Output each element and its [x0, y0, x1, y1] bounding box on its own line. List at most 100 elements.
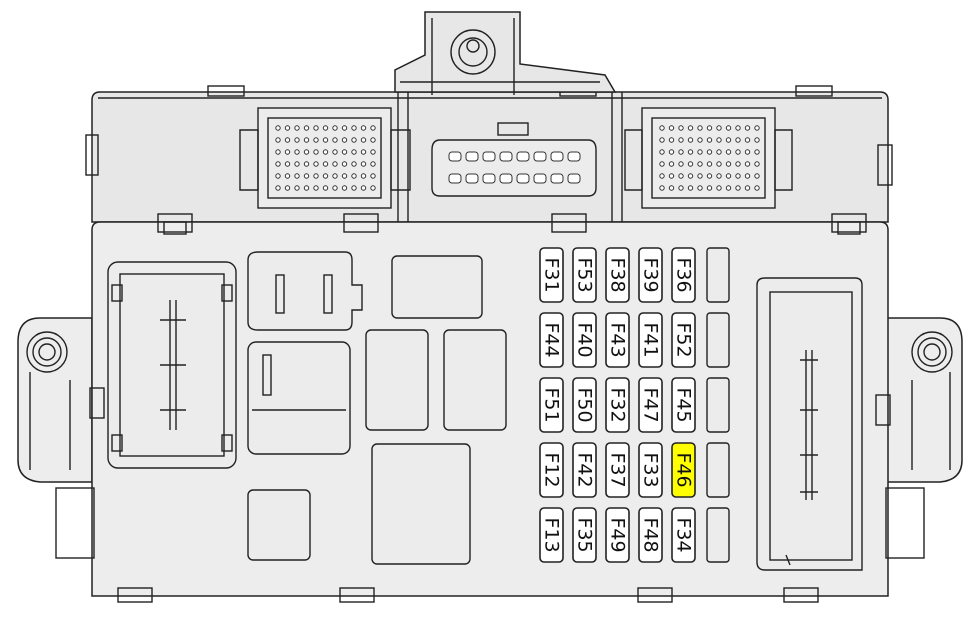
connector-pin	[341, 161, 348, 167]
fuse-body	[572, 312, 597, 368]
fuse-f31[interactable]: F31	[539, 247, 564, 303]
connector-pin	[659, 161, 665, 167]
fuse-f33[interactable]: F33	[638, 442, 663, 498]
fuse-label: F38	[607, 257, 629, 292]
fuse-label: F46	[673, 452, 695, 487]
connector-pin	[754, 161, 760, 167]
fuse-body	[605, 377, 630, 433]
fuse-f36[interactable]: F36	[671, 247, 696, 303]
fuse-f47[interactable]: F47	[638, 377, 663, 433]
obd-pin	[465, 173, 479, 184]
connector-pin	[659, 137, 665, 143]
fuse-label: F51	[541, 387, 563, 422]
fuse-label: F35	[574, 517, 596, 552]
connector-pin	[716, 137, 722, 143]
fuse-f45[interactable]: F45	[671, 377, 696, 433]
fuse-body	[638, 247, 663, 303]
connector-pin	[668, 185, 675, 191]
connector-pin	[678, 137, 684, 143]
fuse-body	[605, 247, 630, 303]
connector-pin	[668, 173, 675, 179]
fuse-f13[interactable]: F13	[539, 507, 564, 563]
fuse-f35[interactable]: F35	[572, 507, 597, 563]
connector-pin	[322, 125, 329, 131]
fuse-f42[interactable]: F42	[572, 442, 597, 498]
fuse-f34[interactable]: F34	[671, 507, 696, 563]
connector-pin	[341, 125, 348, 131]
connector-pin	[360, 137, 367, 143]
fuse-f43[interactable]: F43	[605, 312, 630, 368]
connector-pin	[697, 149, 703, 155]
fuse-f48[interactable]: F48	[638, 507, 663, 563]
connector-pin	[341, 149, 348, 155]
fuse-body	[572, 507, 597, 563]
connector-pin	[744, 149, 751, 155]
connector-pin	[678, 173, 684, 179]
fuse-f12[interactable]: F12	[539, 442, 564, 498]
connector-pin	[370, 161, 376, 167]
fuse-f52[interactable]: F52	[671, 312, 696, 368]
connector-pin	[351, 173, 357, 179]
connector-pin	[725, 161, 732, 167]
fuse-f32[interactable]: F32	[605, 377, 630, 433]
fuse-f44[interactable]: F44	[539, 312, 564, 368]
fuse-label: F32	[607, 387, 629, 422]
connector-pin	[313, 161, 319, 167]
connector-pin	[284, 185, 291, 191]
fuse-f49[interactable]: F49	[605, 507, 630, 563]
connector-pin	[332, 185, 338, 191]
relay-bays	[247, 251, 507, 565]
connector-pin	[735, 149, 741, 155]
fuse-body	[605, 507, 630, 563]
fuse-f46[interactable]: F46	[671, 442, 696, 498]
connector-pin	[322, 149, 329, 155]
connector-pin	[687, 125, 694, 131]
obd-pin	[482, 173, 496, 184]
connector-pin	[303, 125, 310, 131]
fuse-label: F47	[640, 387, 662, 422]
connector-pin	[360, 161, 367, 167]
connector-pin	[735, 137, 741, 143]
connector-pin	[275, 125, 281, 131]
connector-pin	[303, 149, 310, 155]
fuse-label: F42	[574, 452, 596, 487]
connector-pin	[668, 161, 675, 167]
connector-pin	[351, 185, 357, 191]
fuse-label: F31	[541, 257, 563, 292]
connector-pin	[360, 185, 367, 191]
obd-pin	[448, 151, 462, 162]
obd-pin	[533, 173, 547, 184]
fuse-f41[interactable]: F41	[638, 312, 663, 368]
fuse-f37[interactable]: F37	[605, 442, 630, 498]
connector-pin	[370, 173, 376, 179]
connector-pin	[687, 161, 694, 167]
fuse-f53[interactable]: F53	[572, 247, 597, 303]
spare-fuse-slots	[706, 247, 730, 563]
connector-pin	[370, 185, 376, 191]
fuse-body	[605, 312, 630, 368]
obd-pin	[448, 173, 462, 184]
fuse-body	[539, 442, 564, 498]
obd-pin	[567, 151, 581, 162]
connector-pin	[275, 137, 281, 143]
connector-pin	[706, 173, 713, 179]
fuse-f40[interactable]: F40	[572, 312, 597, 368]
connector-pin	[294, 173, 300, 179]
fuse-label: F49	[607, 517, 629, 552]
connector-pin	[313, 125, 319, 131]
fuse-body	[572, 442, 597, 498]
obd-pin	[550, 173, 564, 184]
center-mounting-post	[394, 11, 623, 222]
fuse-f39[interactable]: F39	[638, 247, 663, 303]
connector-pin	[725, 149, 732, 155]
connector-pin	[716, 125, 722, 131]
fuse-label: F36	[673, 257, 695, 292]
diagnostic-connector	[431, 122, 597, 197]
connector-pin	[668, 149, 675, 155]
fuse-f51[interactable]: F51	[539, 377, 564, 433]
fuse-f38[interactable]: F38	[605, 247, 630, 303]
fuse-f50[interactable]: F50	[572, 377, 597, 433]
connector-pin	[313, 149, 319, 155]
connector-pin	[294, 161, 300, 167]
connector-pin	[275, 185, 281, 191]
